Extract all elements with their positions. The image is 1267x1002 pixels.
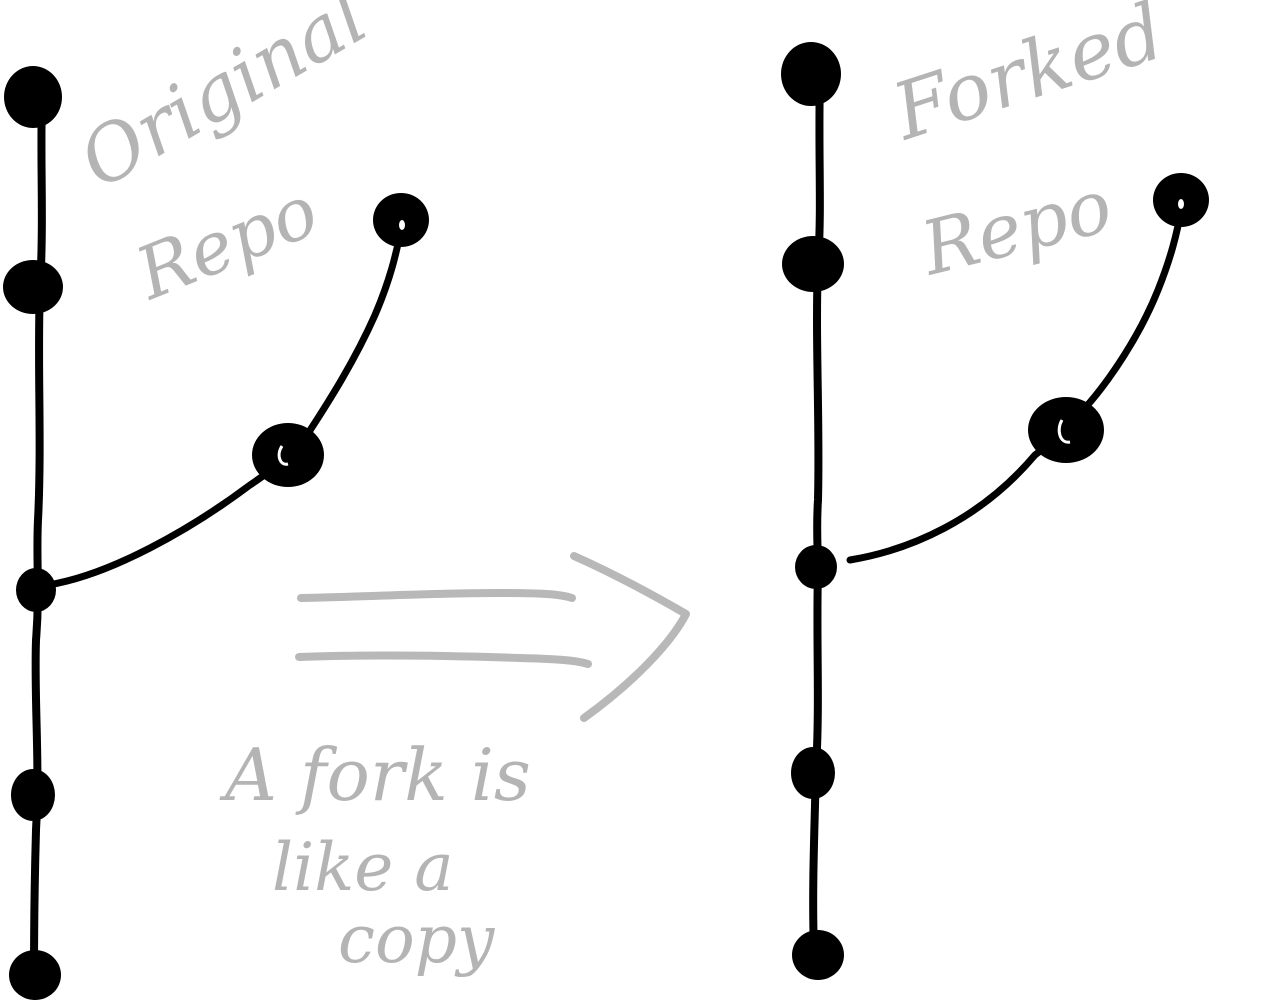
original-branch-node-highlight [277, 445, 289, 466]
forked-commit-node-2 [782, 236, 844, 292]
forked-repo-graph [781, 42, 1209, 980]
caption-line3: copy [338, 901, 495, 978]
forked-repo-label-line2: Repo [912, 163, 1120, 293]
original-fork-point-node [16, 568, 56, 612]
caption: A fork is like a copy [219, 733, 531, 978]
arrow-bottom-stroke [295, 651, 592, 668]
original-commit-node-2 [3, 260, 63, 314]
arrow-head-stroke [570, 552, 690, 722]
original-commit-node-1 [4, 66, 62, 128]
caption-line1: A fork is [219, 733, 531, 817]
forked-repo-label: Forked Repo [881, 0, 1175, 293]
original-commit-node-3 [11, 769, 55, 821]
double-arrow [295, 552, 690, 722]
forked-main-branch-line [809, 74, 824, 954]
forked-repo-label-line1: Forked [881, 0, 1175, 159]
arrow-top-stroke [297, 589, 576, 602]
original-branch-tip-node [373, 193, 429, 247]
original-commit-node-4 [9, 950, 61, 1000]
forked-commit-node-4 [792, 930, 844, 980]
original-branch-tip-highlight [399, 220, 405, 230]
original-repo-label-line1: Original [65, 0, 382, 206]
forked-branch-node-1 [1028, 397, 1104, 463]
caption-line2: like a [272, 829, 454, 906]
original-main-branch-line [30, 94, 46, 979]
original-repo-graph [3, 66, 429, 1000]
forked-commit-node-1 [781, 42, 841, 106]
forked-branch-node-highlight [1057, 419, 1071, 444]
original-repo-label-line2: Repo [123, 168, 329, 316]
forked-commit-node-3 [791, 747, 835, 799]
original-repo-label: Original Repo [65, 0, 382, 317]
forked-fork-point-node [795, 545, 837, 589]
original-branch-node-1 [252, 423, 324, 487]
forked-branch-tip-highlight [1178, 199, 1184, 209]
